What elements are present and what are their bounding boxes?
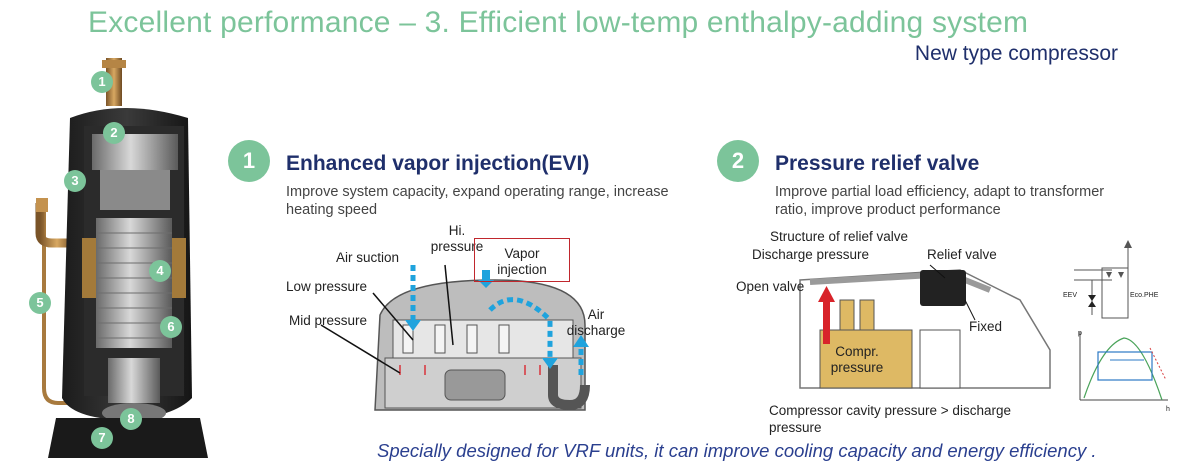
section2-number-badge: 2 [717, 140, 759, 182]
section1-number-badge: 1 [228, 140, 270, 182]
cycle-schematic [1074, 240, 1168, 401]
label-low-pressure: Low pressure [286, 279, 368, 294]
label-discharge-pressure: Discharge pressure [752, 247, 870, 262]
label-fixed: Fixed [969, 319, 1003, 334]
label-eev: EEV [1063, 292, 1078, 299]
marker-2: 2 [103, 122, 125, 144]
label-relief-valve: Relief valve [927, 247, 997, 262]
label-axis-p: p [1078, 330, 1082, 337]
vapor-injection-box [474, 238, 570, 282]
marker-8: 8 [120, 408, 142, 430]
label-axis-h: h [1166, 406, 1170, 413]
marker-5: 5 [29, 292, 51, 314]
marker-7: 7 [91, 427, 113, 449]
label-vapor-injection: Vapor injection [474, 246, 570, 278]
marker-4: 4 [149, 260, 171, 282]
label-ecophe: Eco.PHE [1130, 292, 1159, 299]
label-hi-pressure-line1: Hi. [448, 223, 466, 238]
compressor-illustration [35, 58, 208, 458]
section1-description: Improve system capacity, expand operatin… [286, 184, 669, 218]
section1-heading: Enhanced vapor injection(EVI) [286, 152, 590, 175]
relief-valve-diagram [799, 264, 1051, 389]
label-air-suction: Air suction [336, 250, 400, 265]
label-vapor-line2: injection [497, 262, 547, 277]
label-air-discharge: Air discharge [560, 307, 632, 339]
marker-1: 1 [91, 71, 113, 93]
section2-description: Improve partial load efficiency, adapt t… [775, 184, 1105, 218]
label-hi-pressure: Hi. pressure [427, 223, 487, 255]
marker-3: 3 [64, 170, 86, 192]
relief-valve-caption: Compressor cavity pressure > discharge p… [769, 403, 1011, 435]
label-open-valve: Open valve [736, 279, 805, 294]
page-subtitle: New type compressor [914, 42, 1118, 65]
label-air-line2: discharge [566, 323, 626, 338]
label-compr-pressure: Compr. pressure [822, 344, 892, 376]
section2-heading: Pressure relief valve [775, 152, 980, 175]
label-structure: Structure of relief valve [770, 229, 909, 244]
evi-diagram [320, 264, 590, 411]
label-compr-line2: pressure [830, 360, 884, 375]
label-hi-pressure-line2: pressure [430, 239, 484, 254]
label-vapor-line1: Vapor [504, 246, 540, 261]
label-compr-line1: Compr. [835, 344, 879, 359]
compressor-cutaway-image: 1 2 3 4 5 6 7 8 [22, 58, 222, 463]
page-title: Excellent performance – 3. Efficient low… [88, 6, 1029, 39]
footer-text: Specially designed for VRF units, it can… [377, 440, 1097, 461]
label-air-line1: Air [587, 307, 605, 322]
label-mid-pressure: Mid pressure [289, 313, 368, 328]
marker-6: 6 [160, 316, 182, 338]
